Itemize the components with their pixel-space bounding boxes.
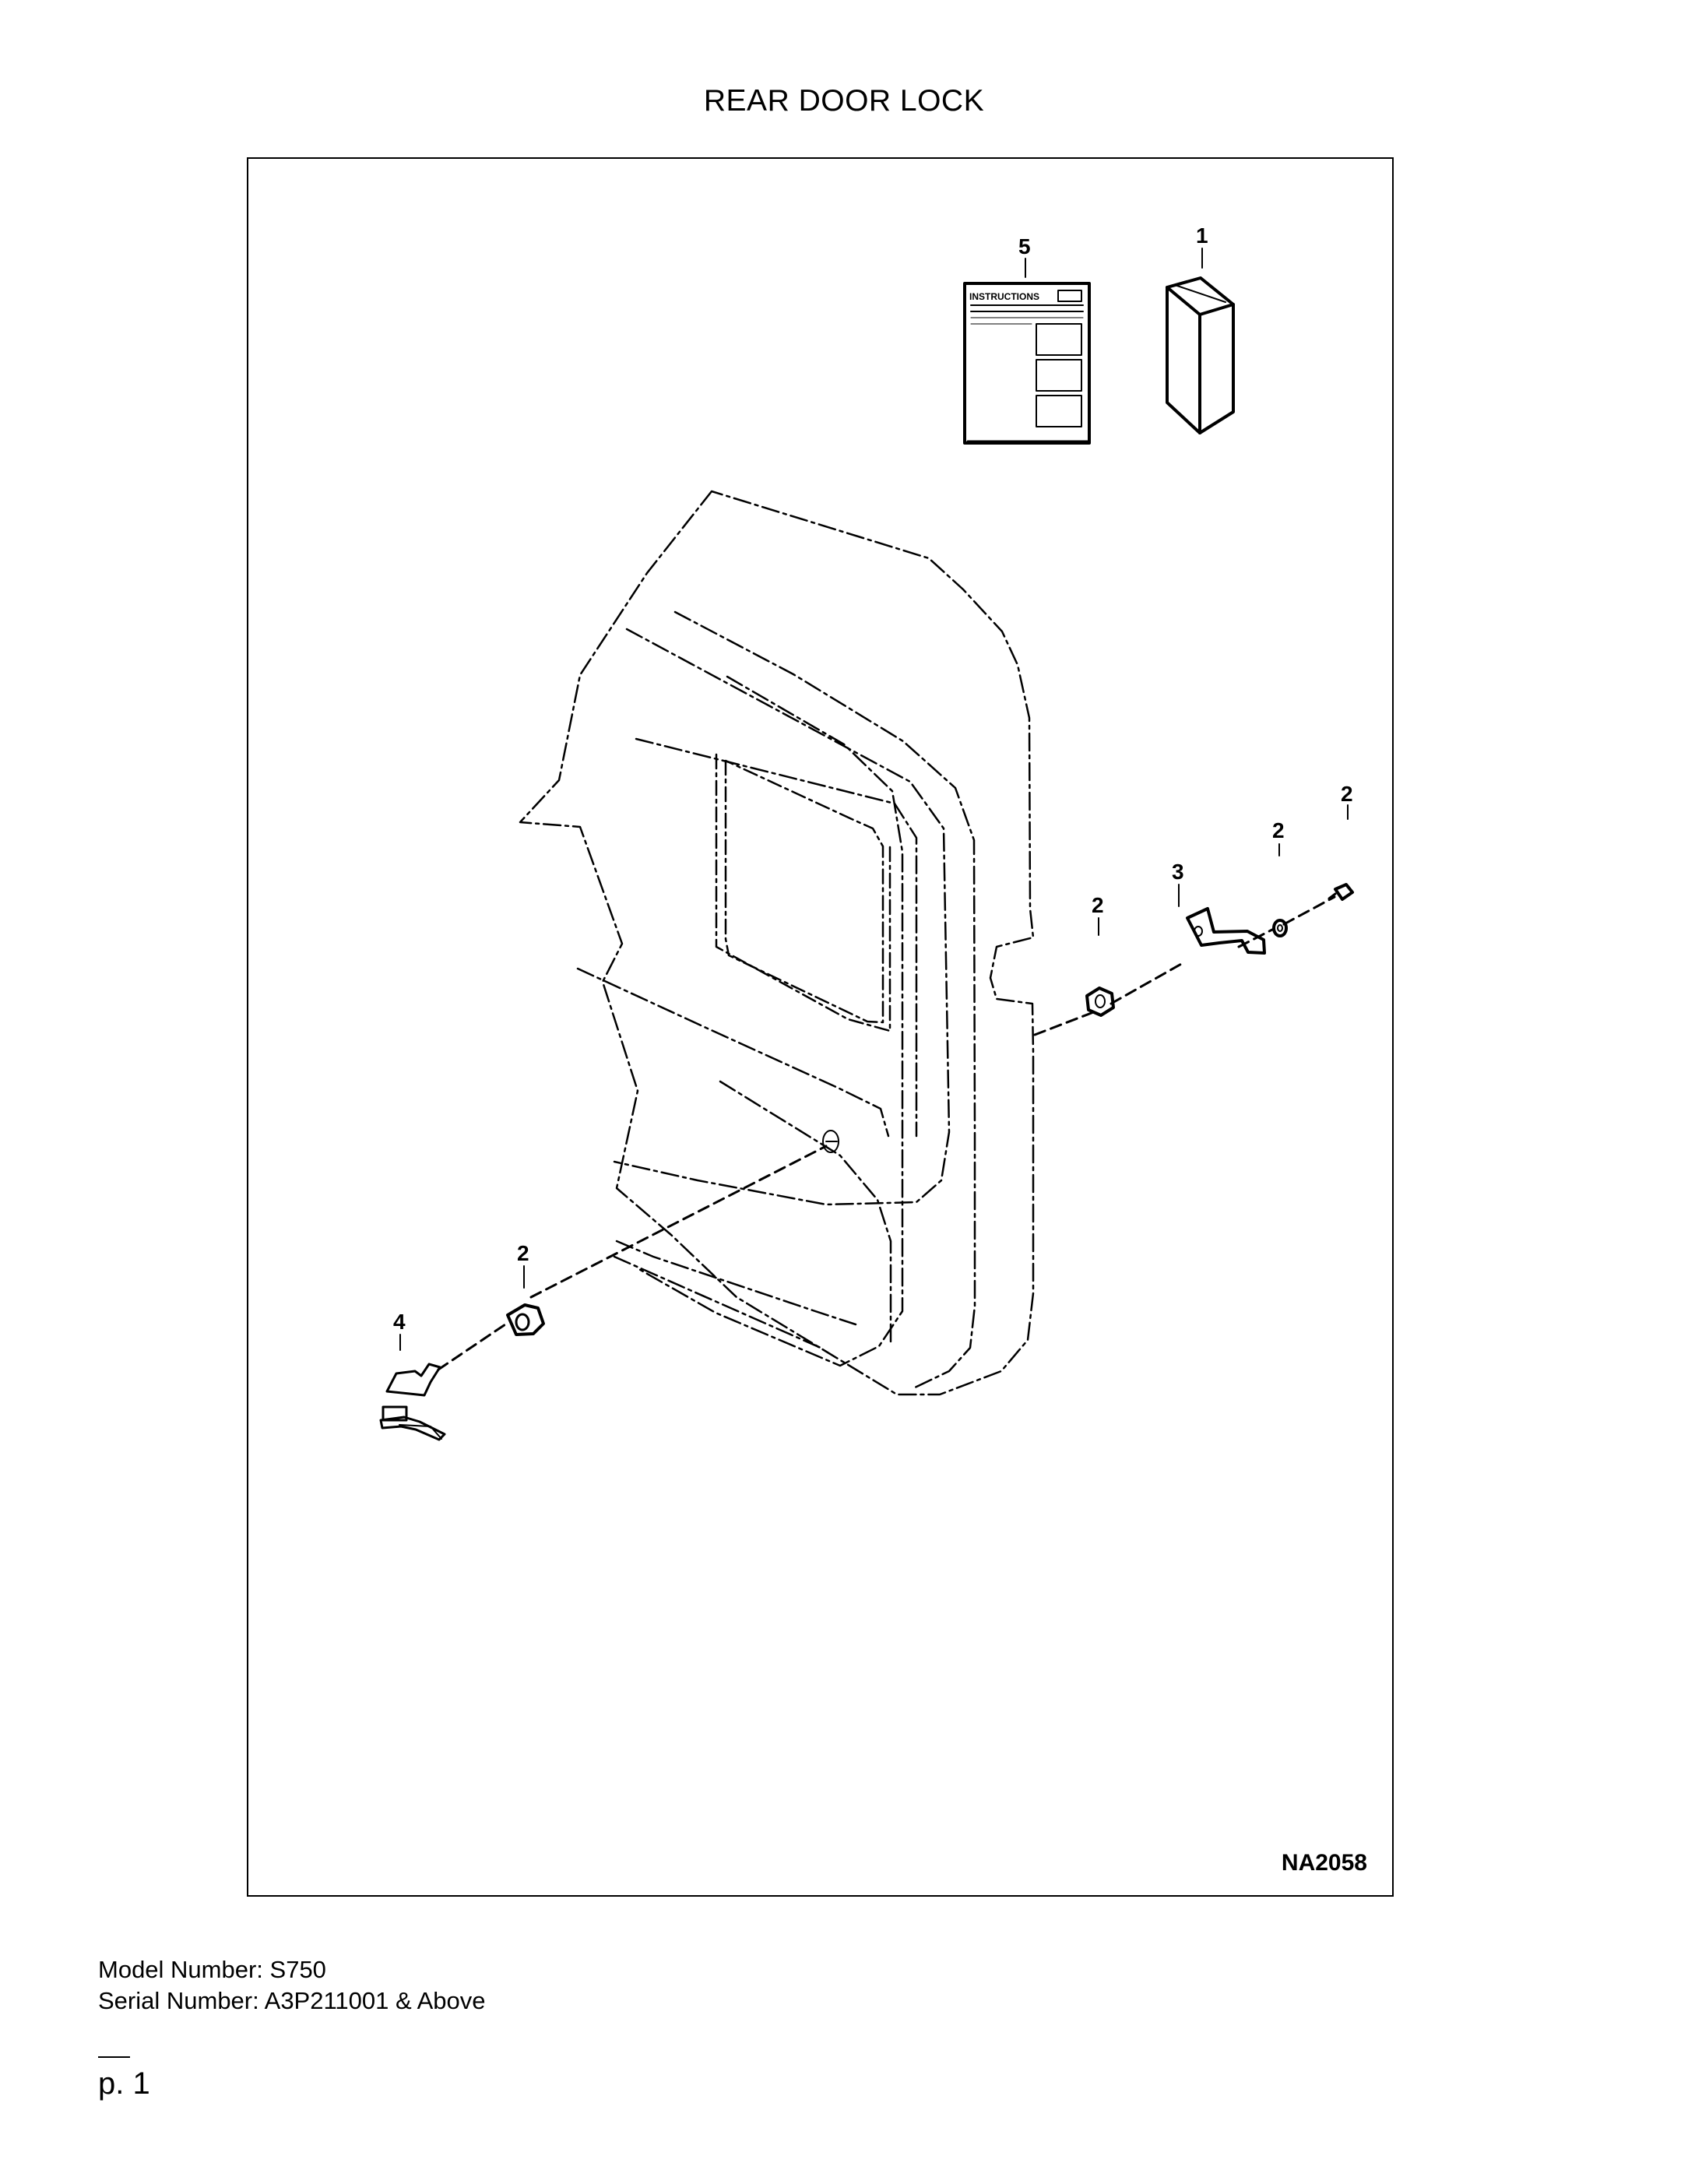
- page-rule: [98, 2056, 130, 2058]
- kit-box: [1166, 276, 1235, 434]
- assembly-axis: [437, 895, 1336, 1371]
- instructions-manual: [963, 282, 1091, 445]
- model-number: Model Number: S750: [98, 1956, 326, 1983]
- callout-2-cylinder: 2: [517, 1241, 529, 1265]
- figure-id: NA2058: [1282, 1850, 1367, 1876]
- lock-cylinder: [506, 1303, 545, 1336]
- exploded-view-figure: 5 1 2 2 3 2 2 4 INSTRUCTIONS NA2058: [247, 157, 1394, 1897]
- page-title: REAR DOOR LOCK: [703, 84, 985, 118]
- callout-4: 4: [393, 1310, 406, 1334]
- door-window: [715, 753, 891, 1032]
- page-number: p. 1: [98, 2066, 150, 2101]
- washer: [1272, 919, 1288, 937]
- parts-diagram: 5 1 2 2 3 2 2 4 INSTRUCTIONS NA2058: [379, 223, 1367, 1876]
- callout-5: 5: [1018, 234, 1031, 258]
- callout-2-nut: 2: [1092, 893, 1104, 917]
- cam-latch: [1186, 907, 1266, 955]
- rear-door-outline: [519, 490, 1035, 1396]
- footer-info: Model Number: S750 Serial Number: A3P211…: [98, 1954, 485, 2017]
- instructions-label: INSTRUCTIONS: [969, 291, 1039, 302]
- callout-2-washer: 2: [1272, 818, 1285, 842]
- lock-keys: [379, 1363, 446, 1441]
- callout-leaders: [399, 248, 1349, 1351]
- screw: [1328, 883, 1354, 901]
- lock-hole: [822, 1130, 839, 1153]
- hex-nut: [1085, 986, 1115, 1017]
- callout-1: 1: [1196, 223, 1208, 248]
- serial-number: Serial Number: A3P211001 & Above: [98, 1987, 486, 2014]
- callout-3: 3: [1172, 860, 1184, 884]
- callout-2-screw: 2: [1341, 782, 1353, 806]
